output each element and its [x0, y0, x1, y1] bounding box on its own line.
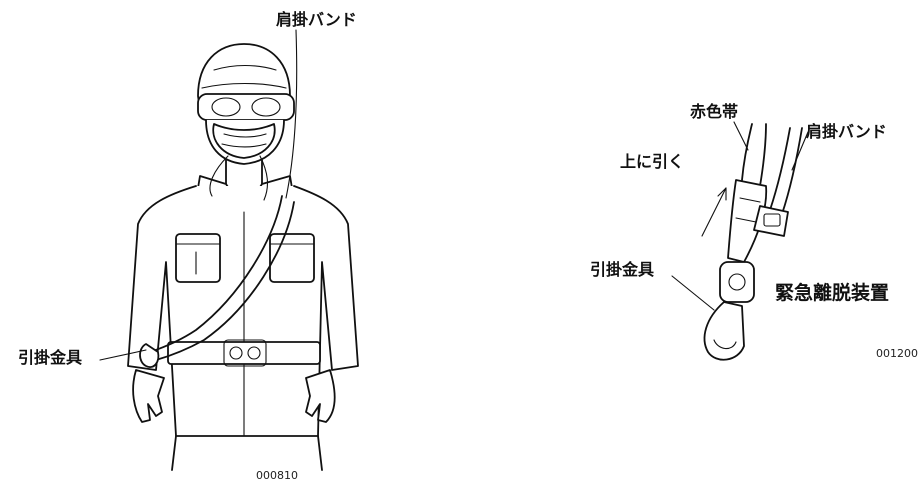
shoulder-band: [149, 195, 283, 353]
chest-pocket-left: [175, 233, 221, 283]
label-emergency-release: 緊急離脱装置: [775, 282, 890, 304]
figure-code-right: 001200: [876, 347, 918, 360]
label-hook-fitting-left: 引掛金具: [18, 348, 83, 367]
snap-hook: [703, 301, 745, 361]
leader-red-strap: [733, 121, 749, 151]
leader-shoulder-band-right: [791, 131, 809, 171]
label-hook-fitting-right: 引掛金具: [590, 260, 655, 279]
swivel-connector: [719, 261, 755, 303]
release-buckle: [753, 205, 789, 237]
label-red-strap: 赤色帯: [690, 102, 739, 121]
figure-code-left: 000810: [256, 469, 298, 482]
red-strap: [741, 123, 767, 187]
worker-mask: [212, 123, 276, 159]
label-shoulder-band-right: 肩掛バンド: [806, 122, 887, 141]
breathing-hose: [209, 155, 269, 201]
label-pull-up: 上に引く: [620, 152, 685, 171]
worker-hand-left: [132, 369, 165, 423]
label-shoulder-band-left: 肩掛バンド: [276, 10, 357, 29]
pull-up-arrow: [701, 187, 727, 237]
hook-fitting: [139, 343, 160, 368]
worker-hand-right: [305, 369, 336, 423]
worker-belt: [167, 341, 321, 365]
shoulder-band-strap: [769, 127, 803, 215]
leader-hook-fitting-right: [671, 275, 715, 311]
leader-shoulder-band: [285, 29, 298, 199]
leader-hook-fitting: [99, 349, 147, 361]
